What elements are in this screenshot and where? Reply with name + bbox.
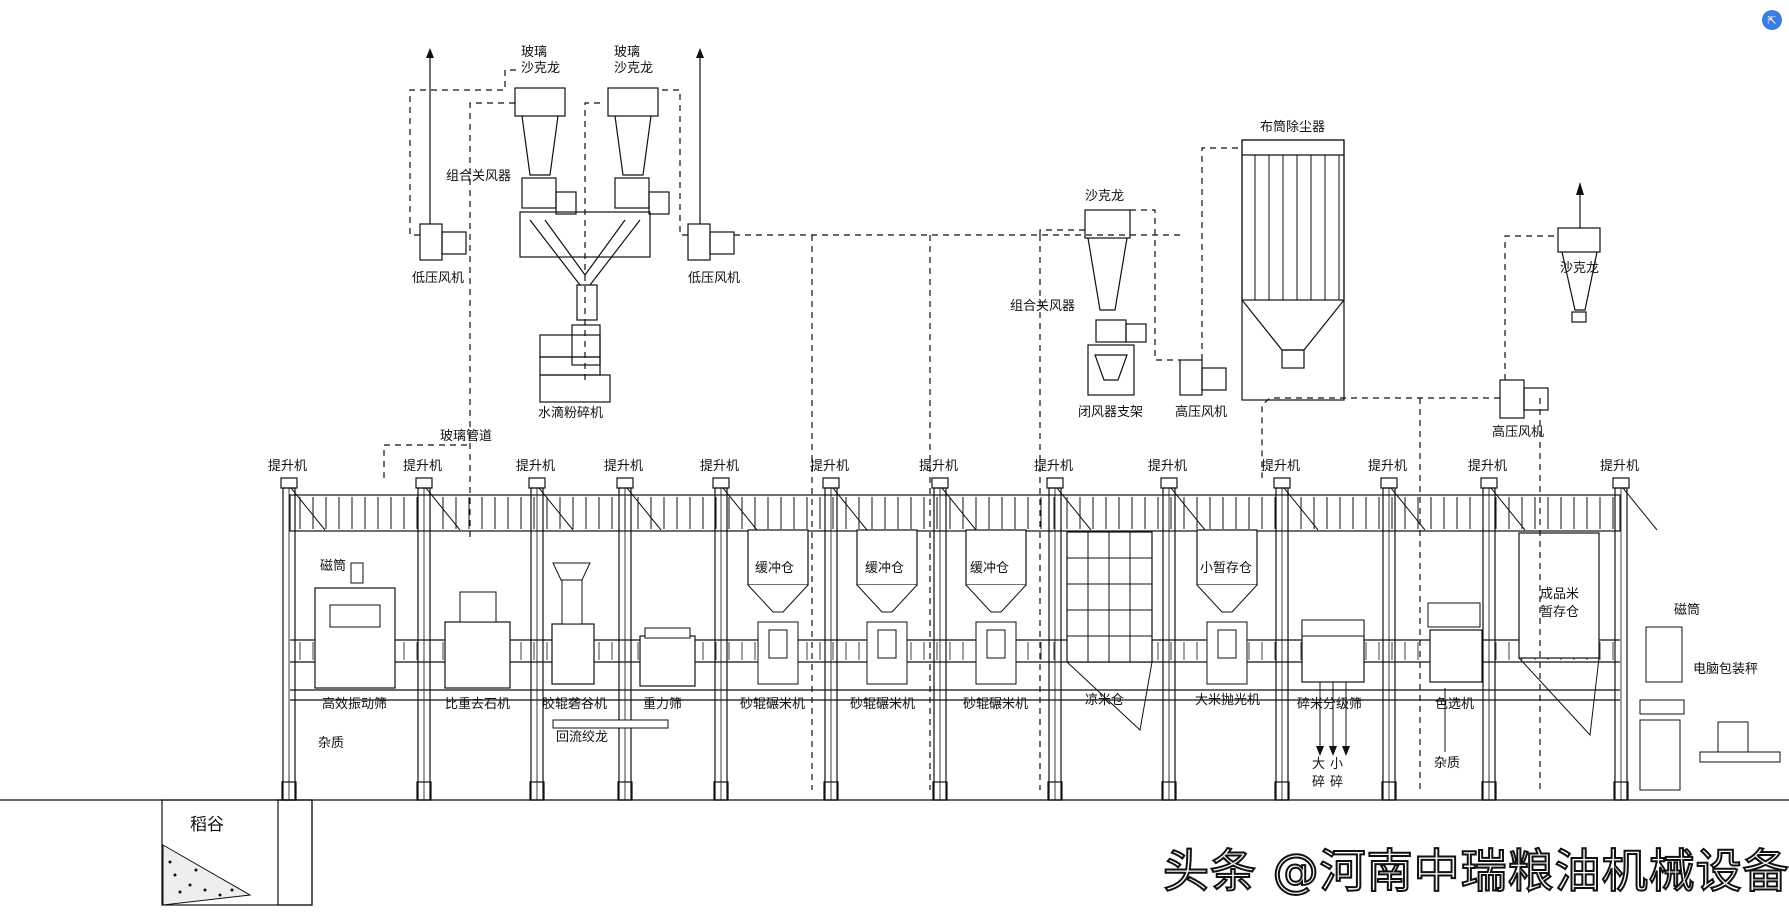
label-finished-line2: 暂存仓 xyxy=(1540,605,1579,620)
elevator: 提升机 xyxy=(919,458,977,801)
label-vibrating-screen: 高效振动筛 xyxy=(322,696,387,712)
label-whitener-1: 砂辊碾米机 xyxy=(740,697,805,712)
label-combo-airlock-top: 组合关风器 xyxy=(446,169,511,184)
machine-group xyxy=(314,529,1781,791)
label-color-sorter: 色选机 xyxy=(1435,696,1474,712)
label-packer: 电脑包装秤 xyxy=(1693,662,1758,677)
label-broken2: 碎 xyxy=(1330,775,1343,790)
label-combo-airlock-mid: 组合关风器 xyxy=(1010,299,1075,314)
elevator-label: 提升机 xyxy=(1148,458,1187,474)
elevator: 提升机 xyxy=(700,458,758,801)
low-fan-left xyxy=(419,223,467,261)
low-fan-right xyxy=(687,223,735,261)
cyclone-right xyxy=(1557,182,1601,323)
elevator: 提升机 xyxy=(403,458,461,801)
elevator: 提升机 xyxy=(268,458,326,801)
label-small: 小 xyxy=(1330,757,1343,772)
corner-badge-icon[interactable]: ⇱ xyxy=(1762,10,1782,30)
air-system xyxy=(383,48,1601,790)
label-cooling-bin: 凉米仓 xyxy=(1085,693,1124,708)
label-low-fan-right: 低压风机 xyxy=(688,271,740,286)
cyclone-mid xyxy=(1084,209,1147,396)
label-glass-pipe: 玻璃管道 xyxy=(440,429,492,444)
elevator: 提升机 xyxy=(810,458,868,801)
finished-rice-bin xyxy=(1518,532,1600,737)
gravity-separator xyxy=(639,627,696,687)
label-broken: 碎 xyxy=(1312,775,1325,790)
elevator-label: 提升机 xyxy=(1600,458,1639,474)
elevator: 提升机 xyxy=(1148,458,1206,801)
elevator-label: 提升机 xyxy=(1368,458,1407,474)
label-high-fan-mid: 高压风机 xyxy=(1175,404,1227,420)
return-conveyor xyxy=(552,719,669,729)
labels: 玻璃沙克龙 玻璃沙克龙 组合关风器 低压风机 低压风机 水滴粉碎机 玻璃管道 沙… xyxy=(318,45,1758,790)
label-finished-line1: 成品米 xyxy=(1540,587,1579,602)
label-grader: 碎米分级筛 xyxy=(1297,697,1362,712)
elevator: 提升机 xyxy=(1034,458,1092,801)
elevator-label: 提升机 xyxy=(516,458,555,474)
elevator-label: 提升机 xyxy=(1034,458,1073,474)
label-glass-cyclone-right: 玻璃沙克龙 xyxy=(614,45,653,76)
elevator-label: 提升机 xyxy=(1468,458,1507,474)
small-temp-bin xyxy=(1196,529,1258,685)
glass-cyclone-right xyxy=(607,87,670,215)
intake-label: 稻谷 xyxy=(190,815,224,835)
elevator: 提升机 xyxy=(1261,458,1319,801)
label-small-temp-bin: 小暂存仓 xyxy=(1200,561,1252,576)
elevator: 提升机 xyxy=(1468,458,1526,801)
destoner xyxy=(444,591,511,689)
water-mill xyxy=(539,324,611,403)
elevator-label: 提升机 xyxy=(268,458,307,474)
label-impurity-right: 杂质 xyxy=(1434,756,1460,771)
elevator-label: 提升机 xyxy=(700,458,739,474)
label-airlock-stand: 闭风器支架 xyxy=(1078,405,1143,420)
packing-scale xyxy=(1639,626,1781,791)
label-whitener-2: 砂辊碾米机 xyxy=(850,697,915,712)
label-magnet-right: 磁筒 xyxy=(1674,602,1700,618)
color-sorter xyxy=(1427,602,1483,752)
elevator-label: 提升机 xyxy=(1261,458,1300,474)
label-impurity-left: 杂质 xyxy=(318,736,344,751)
watermark: 头条 @河南中瑞粮油机械设备 xyxy=(1162,843,1789,899)
label-bag-filter: 布筒除尘器 xyxy=(1260,119,1325,135)
label-low-fan-left: 低压风机 xyxy=(412,271,464,286)
grader xyxy=(1301,619,1365,756)
label-gravity-separator: 重力筛 xyxy=(643,696,682,712)
label-water-mill: 水滴粉碎机 xyxy=(538,405,603,421)
label-buffer-2: 缓冲仓 xyxy=(865,561,904,576)
elevator: 提升机 xyxy=(516,458,574,801)
label-cyclone-right: 沙克龙 xyxy=(1560,261,1599,276)
label-high-fan-right: 高压风机 xyxy=(1492,424,1544,440)
vibrating-screen xyxy=(314,562,396,689)
glass-cyclone-left xyxy=(514,87,577,215)
buffer-bin-2 xyxy=(856,529,918,685)
elevator-label: 提升机 xyxy=(810,458,849,474)
bag-filter xyxy=(1241,139,1345,401)
buffer-bin-1 xyxy=(747,529,809,685)
elevator-label: 提升机 xyxy=(919,458,958,474)
intake-pit: 稻谷 xyxy=(161,799,313,906)
buffer-bin-3 xyxy=(965,529,1027,685)
label-big: 大 xyxy=(1312,757,1325,772)
elevator: 提升机 xyxy=(1368,458,1426,801)
label-rubber-husker: 胶辊砻谷机 xyxy=(542,696,607,712)
label-cyclone-mid: 沙克龙 xyxy=(1085,189,1124,204)
elevator: 提升机 xyxy=(604,458,662,801)
elevator-label: 提升机 xyxy=(403,458,442,474)
label-magnet-left: 磁筒 xyxy=(320,558,346,574)
label-polisher: 大米抛光机 xyxy=(1195,693,1260,708)
label-glass-cyclone-left: 玻璃沙克龙 xyxy=(521,45,560,76)
label-whitener-3: 砂辊碾米机 xyxy=(963,697,1028,712)
label-buffer-3: 缓冲仓 xyxy=(970,561,1009,576)
rubber-husker xyxy=(551,562,595,685)
cooling-bin xyxy=(1066,531,1153,731)
elevator-group: 提升机 提升机 提升机 提升机 提升机 提升机 提升机 提升机 提升机 提升机 提升机 提升机 提升机 xyxy=(268,458,1658,801)
elevator: 提升机 xyxy=(1600,458,1658,801)
elevator-label: 提升机 xyxy=(604,458,643,474)
label-return-conveyor: 回流绞龙 xyxy=(556,729,608,745)
label-destoner: 比重去石机 xyxy=(445,696,510,712)
label-buffer-1: 缓冲仓 xyxy=(755,561,794,576)
